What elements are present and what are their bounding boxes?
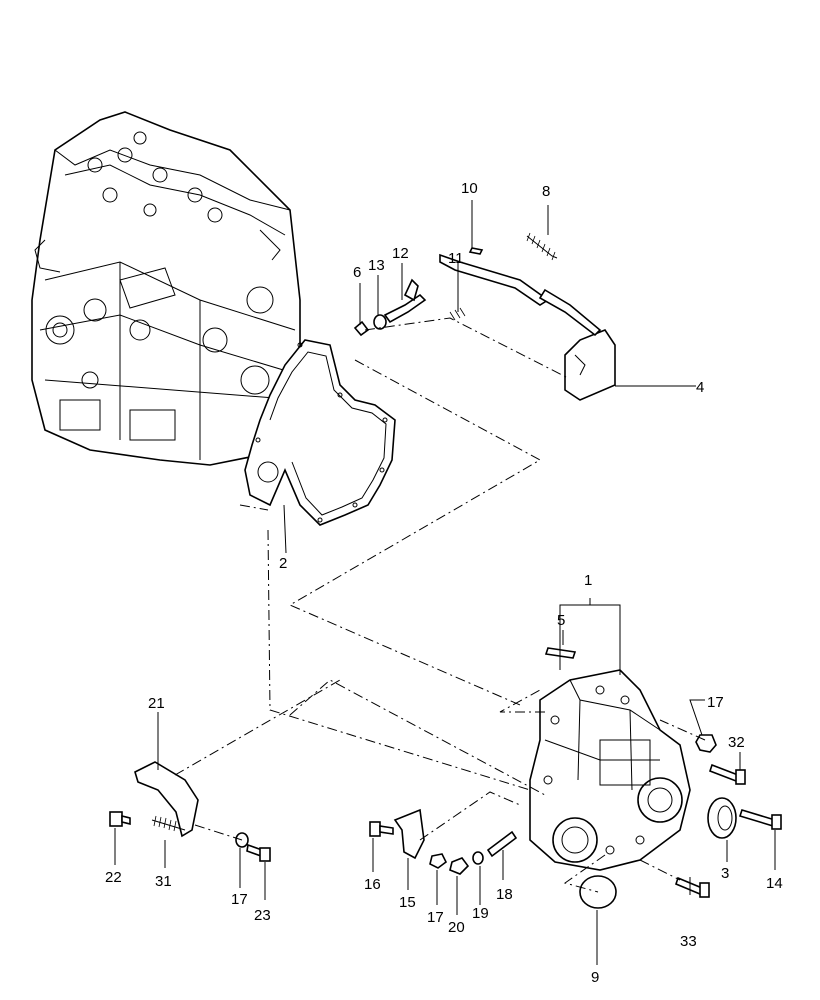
callout-12: 12 <box>392 245 409 262</box>
callout-16: 16 <box>364 876 381 893</box>
spring-part-31 <box>151 815 186 832</box>
stud-part-18 <box>486 830 518 858</box>
nut-part-17-lower-mid <box>429 853 448 869</box>
callout-8: 8 <box>542 183 550 200</box>
bolt-part-22 <box>109 811 131 827</box>
callout-4: 4 <box>696 379 704 396</box>
gasket-part-2 <box>244 339 396 526</box>
callout-15: 15 <box>399 894 416 911</box>
engine-block <box>31 111 301 466</box>
callout-18: 18 <box>496 886 513 903</box>
callout-17-left: 17 <box>231 891 248 908</box>
callout-19: 19 <box>472 905 489 922</box>
gear-case-part-1 <box>529 669 691 871</box>
bolt-part-16 <box>369 821 394 837</box>
callout-21: 21 <box>148 695 165 712</box>
callout-labels: 1 2 3 4 5 6 8 9 10 11 12 13 14 15 16 17 … <box>105 180 783 986</box>
callout-33: 33 <box>680 933 697 950</box>
callout-6: 6 <box>353 264 361 281</box>
callout-20: 20 <box>448 919 465 936</box>
callout-1: 1 <box>584 572 592 589</box>
callout-5: 5 <box>557 612 565 629</box>
callout-17-mid: 17 <box>427 909 444 926</box>
callout-2: 2 <box>279 555 287 572</box>
assembly-centerlines <box>174 317 706 893</box>
callout-31: 31 <box>155 873 172 890</box>
callout-22: 22 <box>105 869 122 886</box>
callout-17-upper: 17 <box>707 694 724 711</box>
bolt-part-33 <box>675 876 710 898</box>
bolt-part-23 <box>246 843 271 862</box>
nut-part-17-upper <box>695 734 717 753</box>
leader-lines <box>114 200 776 965</box>
callout-9: 9 <box>591 969 599 986</box>
callout-11: 11 <box>448 250 464 267</box>
callout-32: 32 <box>728 734 745 751</box>
callout-13: 13 <box>368 257 385 274</box>
callout-10: 10 <box>461 180 478 197</box>
callout-23: 23 <box>254 907 271 924</box>
bracket-part-15 <box>393 808 425 860</box>
nut-part-20 <box>449 857 470 875</box>
bracket-part-21 <box>134 761 199 838</box>
oil-seal-part-3 <box>707 797 737 839</box>
callout-3: 3 <box>721 865 729 882</box>
callout-14: 14 <box>766 875 783 892</box>
spring-part-8 <box>526 232 558 261</box>
bolt-part-14 <box>738 809 782 830</box>
washer-part-19 <box>472 851 484 865</box>
